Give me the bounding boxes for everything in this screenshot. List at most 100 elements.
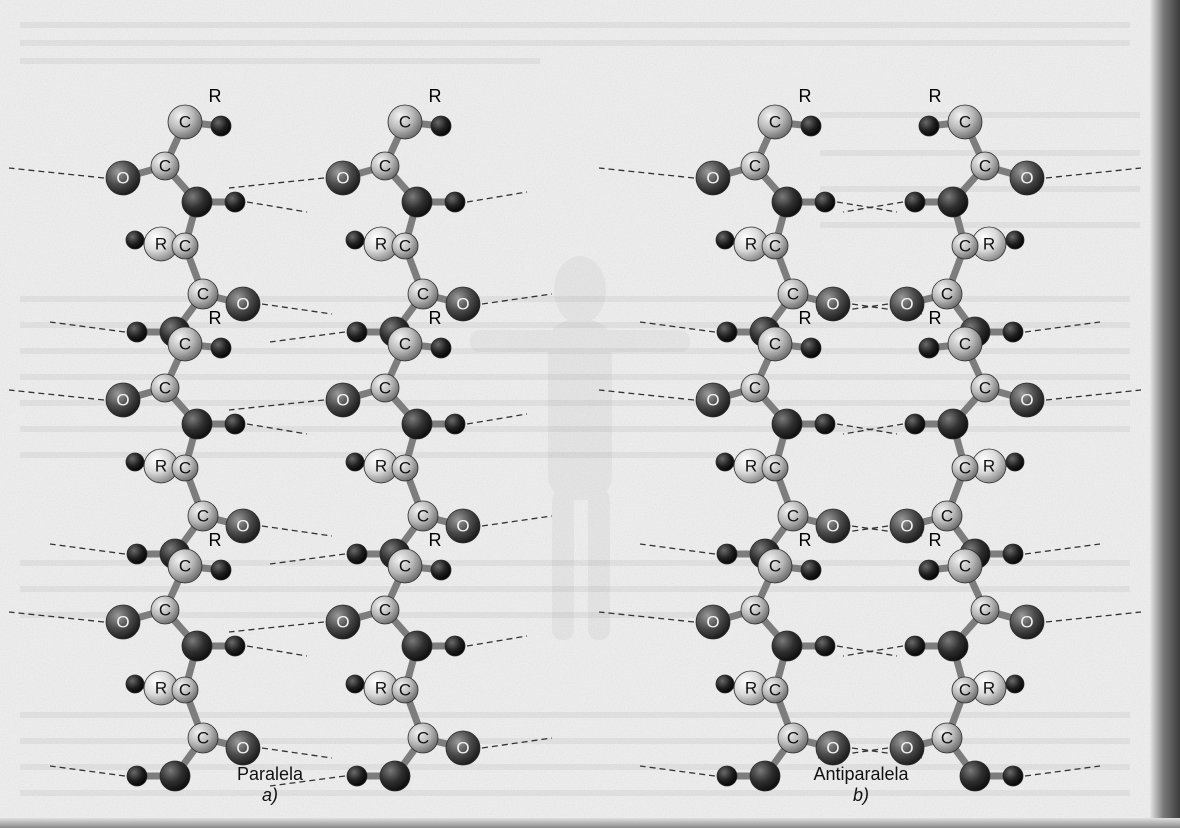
carbon-atom <box>150 151 180 181</box>
hydrogen-atom <box>716 543 738 565</box>
hydrogen-bond <box>228 177 325 189</box>
hydrogen-bond <box>1045 611 1142 623</box>
oxygen-atom <box>445 508 481 544</box>
side-chain-r-label: R <box>429 308 442 328</box>
hydrogen-atom <box>345 452 365 472</box>
oxygen-atom <box>325 604 361 640</box>
side-chain-label: R <box>983 457 995 476</box>
carbon-atom <box>387 548 423 584</box>
oxygen-label: O <box>826 295 839 314</box>
bleed-through-figure <box>470 256 690 640</box>
hydrogen-atom <box>800 559 822 581</box>
side-chain-r-label: R <box>209 530 222 550</box>
carbon-atom <box>740 151 770 181</box>
hydrogen-atom <box>210 559 232 581</box>
oxygen-atom <box>105 160 141 196</box>
oxygen-label: O <box>706 169 719 188</box>
carbon-atom <box>761 676 789 704</box>
nitrogen-atom <box>159 760 191 792</box>
oxygen-atom <box>445 286 481 322</box>
carbon-atom <box>740 373 770 403</box>
nitrogen-atom <box>401 408 433 440</box>
carbon-label: C <box>399 557 411 576</box>
carbon-atom <box>187 722 219 754</box>
hydrogen-bond <box>466 635 528 647</box>
hydrogen-bond <box>269 553 346 565</box>
hydrogen-bond <box>639 321 716 333</box>
carbon-atom <box>757 548 793 584</box>
hydrogen-bond <box>598 611 695 623</box>
caption-paralela: Paralela a) <box>170 764 370 806</box>
hydrogen-atom <box>1005 230 1025 250</box>
hydrogen-bond <box>842 645 904 657</box>
hydrogen-bond <box>8 389 105 401</box>
carbon-atom <box>931 722 963 754</box>
oxygen-atom <box>225 286 261 322</box>
nitrogen-atom <box>937 408 969 440</box>
carbon-atom <box>947 326 983 362</box>
hydrogen-bond <box>8 167 105 179</box>
nitrogen-atom <box>181 186 213 218</box>
carbon-label: C <box>769 113 781 132</box>
nitrogen-atom <box>749 760 781 792</box>
oxygen-label: O <box>900 739 913 758</box>
oxygen-atom <box>889 286 925 322</box>
hydrogen-bond <box>228 621 325 633</box>
oxygen-atom <box>815 730 851 766</box>
carbon-atom <box>171 232 199 260</box>
carbon-label: C <box>959 459 971 478</box>
carbon-atom <box>370 595 400 625</box>
carbon-label: C <box>399 335 411 354</box>
carbon-label: C <box>959 237 971 256</box>
side-chain-r-label: R <box>929 308 942 328</box>
hydrogen-bond <box>842 201 904 213</box>
hydrogen-bond <box>246 423 308 435</box>
hydrogen-atom <box>904 191 926 213</box>
carbon-atom <box>931 278 963 310</box>
page-binding-edge <box>1150 0 1180 828</box>
carbon-label: C <box>749 379 761 398</box>
side-chain-label: R <box>155 457 167 476</box>
hydrogen-atom <box>1005 452 1025 472</box>
carbon-label: C <box>179 113 191 132</box>
oxygen-label: O <box>826 517 839 536</box>
carbon-atom <box>947 104 983 140</box>
oxygen-atom <box>225 730 261 766</box>
oxygen-label: O <box>336 391 349 410</box>
hydrogen-bond <box>1045 389 1142 401</box>
nitrogen-atom <box>771 408 803 440</box>
hydrogen-atom <box>444 413 466 435</box>
oxygen-label: O <box>826 739 839 758</box>
hydrogen-atom <box>800 115 822 137</box>
hydrogen-bond <box>598 167 695 179</box>
side-chain-r-label: R <box>209 86 222 106</box>
oxygen-label: O <box>900 295 913 314</box>
carbon-label: C <box>787 729 799 748</box>
nitrogen-atom <box>959 760 991 792</box>
hydrogen-bond <box>1045 167 1142 179</box>
carbon-label: C <box>417 507 429 526</box>
oxygen-atom <box>815 508 851 544</box>
side-chain-label: R <box>983 235 995 254</box>
hydrogen-bond <box>261 525 333 537</box>
panel-title-paralela: Paralela <box>236 764 304 784</box>
carbon-atom <box>150 373 180 403</box>
carbon-atom <box>370 373 400 403</box>
carbon-label: C <box>379 157 391 176</box>
hydrogen-atom <box>224 413 246 435</box>
oxygen-atom <box>325 160 361 196</box>
carbon-atom <box>391 676 419 704</box>
hydrogen-bond <box>639 543 716 555</box>
hydrogen-atom <box>224 191 246 213</box>
oxygen-atom <box>889 730 925 766</box>
caption-antiparalela: Antiparalela b) <box>761 764 961 806</box>
hydrogen-atom <box>800 337 822 359</box>
carbon-atom <box>391 454 419 482</box>
hydrogen-atom <box>125 230 145 250</box>
hydrogen-atom <box>716 321 738 343</box>
hydrogen-atom <box>346 765 368 787</box>
carbon-label: C <box>959 335 971 354</box>
carbon-atom <box>407 278 439 310</box>
